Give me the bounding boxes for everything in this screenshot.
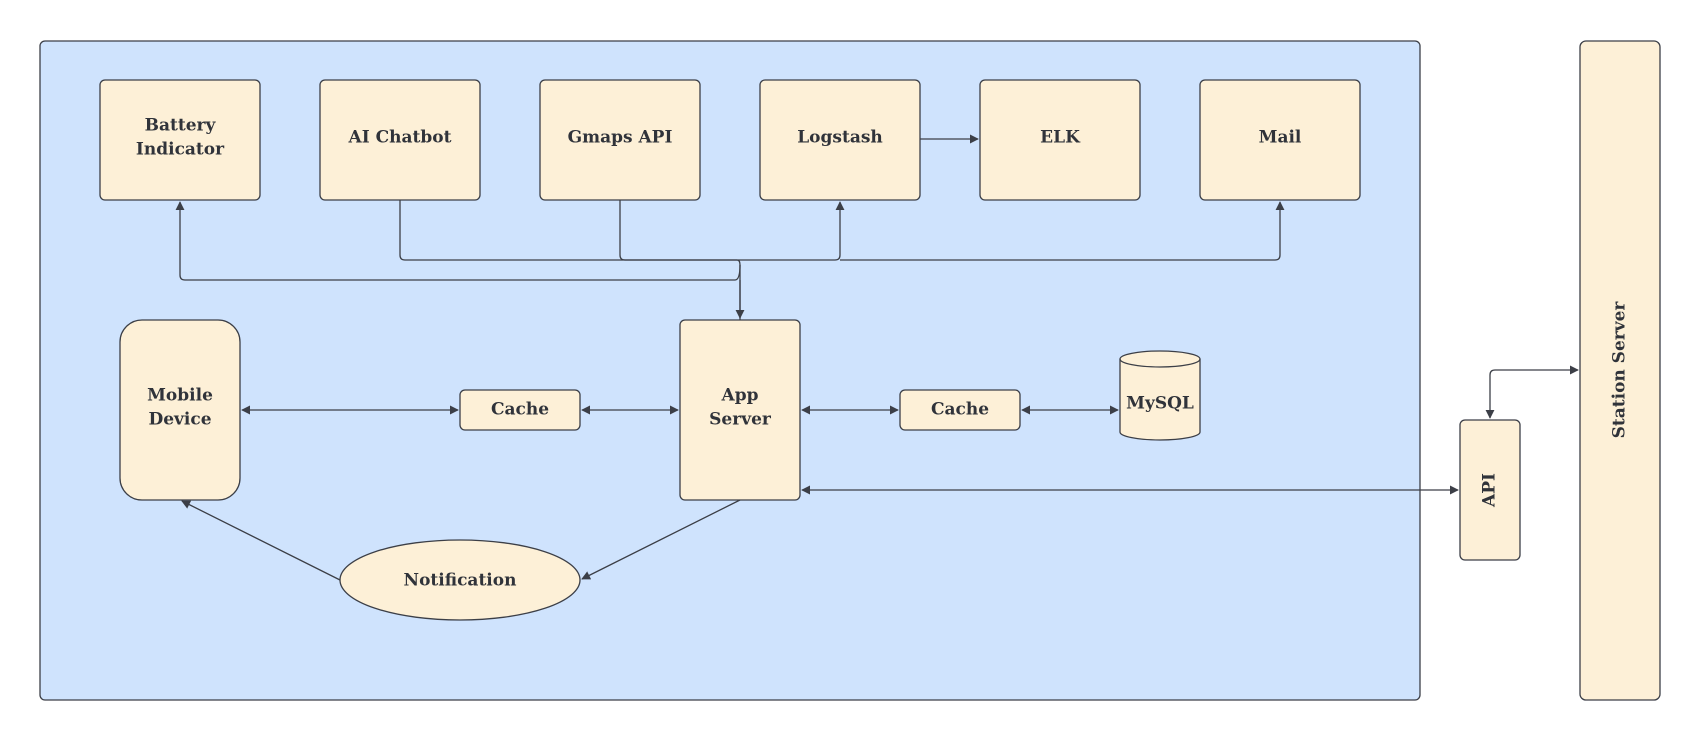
app-server-to-mail-arrow — [840, 201, 1285, 261]
app-server-label-line1: App — [721, 386, 759, 406]
cache-left-node: Cache — [459, 389, 581, 431]
mysql-label: MySQL — [1126, 394, 1194, 414]
gmaps-api-to-app-server-connector — [619, 200, 737, 261]
cache-left-label: Cache — [491, 400, 549, 420]
app-server-to-logstash-arrow — [737, 201, 845, 261]
notification-node: Notification — [339, 539, 581, 621]
ai-chatbot-to-app-server-connector — [399, 200, 741, 320]
mail-node: Mail — [1199, 79, 1361, 201]
ai-chatbot-label: AI Chatbot — [348, 128, 452, 148]
ai-chatbot-node: AI Chatbot — [319, 79, 481, 201]
gmaps-api-node: Gmaps API — [539, 79, 701, 201]
mobile-device-label-line2: Device — [148, 410, 211, 430]
notification-to-mobile-device-arrow — [181, 500, 341, 581]
app-server-label-line2: Server — [709, 410, 772, 430]
battery-indicator-label-line1: Battery — [145, 116, 217, 136]
elk-label: ELK — [1040, 128, 1081, 148]
mysql-database-node: MySQL — [1119, 350, 1201, 441]
api-station-server-arrow — [1485, 365, 1579, 419]
battery-indicator-node: Battery Indicator — [99, 79, 261, 201]
mobile-device-node: Mobile Device — [119, 319, 241, 501]
mobile-device-label-line1: Mobile — [147, 386, 213, 406]
app-server-to-notification-arrow — [581, 499, 741, 580]
cache-right-node: Cache — [899, 389, 1021, 431]
api-label: API — [1480, 473, 1500, 508]
station-server-node: Station Server — [1579, 40, 1661, 701]
app-server-to-battery-indicator-arrow — [175, 201, 741, 281]
gmaps-api-label: Gmaps API — [568, 128, 673, 148]
battery-indicator-label-line2: Indicator — [136, 140, 225, 160]
mail-label: Mail — [1259, 128, 1302, 148]
api-node: API — [1459, 419, 1521, 561]
cache-right-label: Cache — [931, 400, 989, 420]
app-server-node: App Server — [679, 319, 801, 501]
logstash-label: Logstash — [797, 128, 883, 148]
elk-node: ELK — [979, 79, 1141, 201]
logstash-node: Logstash — [759, 79, 921, 201]
notification-label: Notification — [404, 571, 517, 591]
station-server-label: Station Server — [1610, 301, 1630, 439]
